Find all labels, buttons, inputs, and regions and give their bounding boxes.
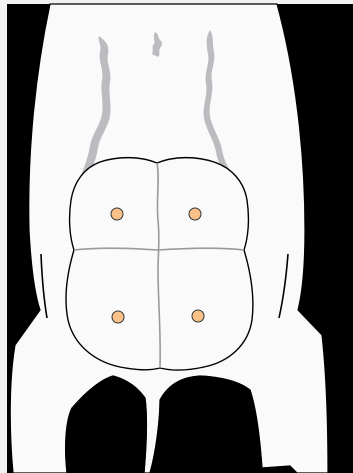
dot-upper-left <box>111 208 123 220</box>
dot-lower-right <box>192 310 204 322</box>
segment-group <box>66 158 253 371</box>
dot-upper-right <box>189 208 201 220</box>
dot-lower-left <box>112 311 124 323</box>
